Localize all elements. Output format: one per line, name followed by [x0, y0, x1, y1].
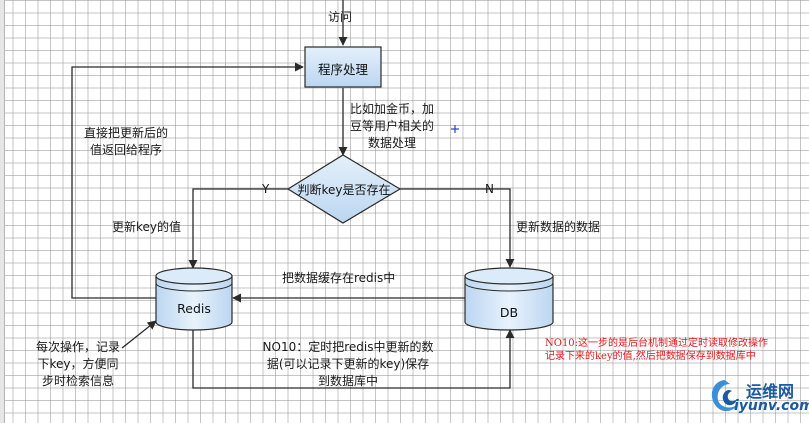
arrow-redis-sync-to-db [192, 329, 515, 389]
arrow-redis-return-to-process [71, 62, 304, 299]
return-value-line: 值返回给程序 [89, 143, 162, 157]
redis-cylinder [155, 267, 233, 331]
db-cylinder [464, 267, 554, 331]
watermark-cn: 运维网 [746, 382, 795, 401]
process-note-line: 比如加金币，加 [349, 102, 434, 116]
each-op-line: 步时检索信息 [41, 374, 114, 388]
each-op-line: 每次操作，记录 [35, 340, 120, 354]
left-ruler [0, 0, 5, 423]
cache-to-redis-label: 把数据缓存在redis中 [282, 271, 396, 285]
red-note-line: NO10:这一步的是后台机制通过定时读取修改操作 [545, 338, 769, 349]
watermark-en: iyunv.com [734, 398, 809, 414]
update-db-label: 更新数据的数据 [516, 220, 601, 234]
yes-label: Y [262, 182, 270, 196]
process-box [304, 46, 382, 88]
each-op-line: 下key，方便同 [37, 357, 119, 371]
arrow-decision-yes-to-redis [188, 188, 288, 269]
cursor-cross-icon [451, 125, 459, 133]
no10-sync-line: 到数据库中 [317, 374, 378, 388]
process-note-line: 数据处理 [367, 136, 416, 150]
site-watermark-logo: 运维网 iyunv.com [704, 374, 809, 418]
arrow-each-op-to-redis [121, 320, 157, 349]
no-label: N [485, 182, 494, 196]
update-key-label: 更新key的值 [112, 220, 182, 234]
process-note-line: 豆等用户相关的 [349, 119, 434, 133]
no10-sync-line: 据(可以记录下更新的key)保存 [266, 357, 430, 371]
db-label: DB [499, 305, 519, 320]
arrow-decision-no-to-db [400, 188, 515, 268]
red-note-line: 记录下来的key的值,然后把数据保存到数据库中 [545, 351, 756, 362]
redis-label: Redis [177, 301, 211, 316]
return-value-line: 直接把更新后的 [83, 126, 168, 140]
process-label: 程序处理 [317, 62, 368, 77]
decision-diamond [286, 154, 402, 224]
swirl-logo-icon [711, 380, 738, 412]
no10-sync-line: NO10：定时把redis中更新的数 [262, 340, 434, 354]
decision-label: 判断key是否存在 [297, 183, 391, 197]
visit-label: 访问 [328, 10, 353, 24]
